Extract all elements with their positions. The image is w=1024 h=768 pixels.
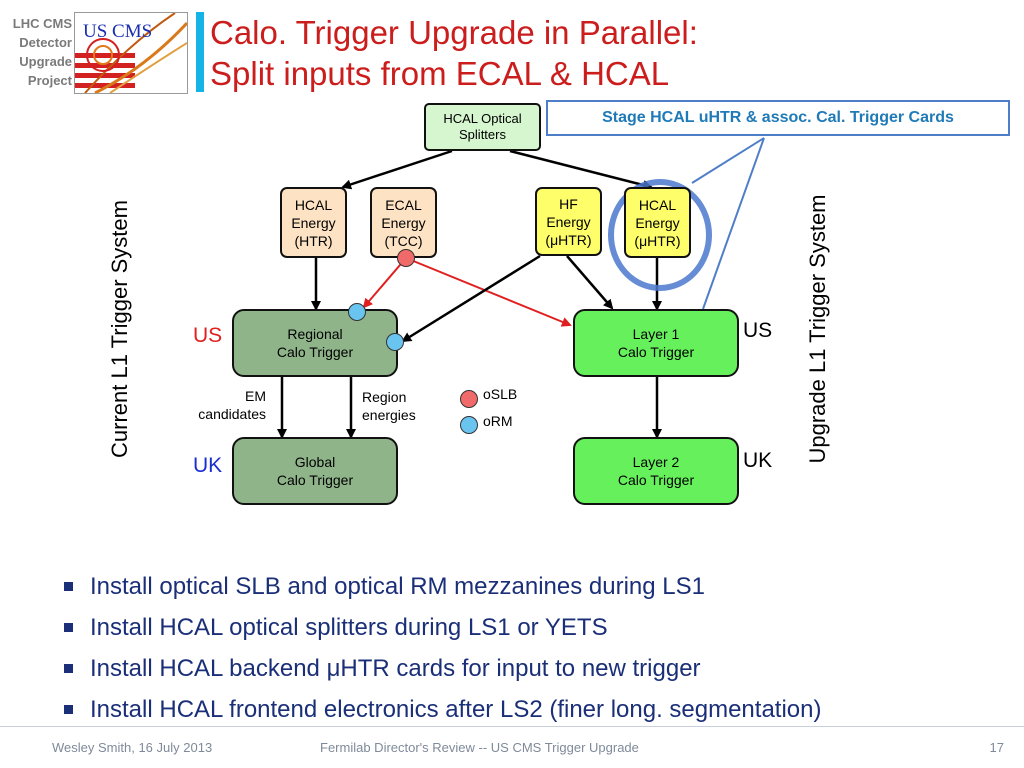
project-label: LHC CMS Detector Upgrade Project [0, 14, 72, 90]
box-line: ECAL [385, 196, 422, 213]
box-line: Energy [546, 213, 591, 230]
project-label-line: Project [27, 73, 72, 88]
bullet-item: Install HCAL optical splitters during LS… [62, 607, 1002, 648]
slide-title-line1: Calo. Trigger Upgrade in Parallel: [210, 14, 698, 51]
em-candidates-label: EM candidates [186, 387, 266, 423]
us-label-left: US [193, 324, 223, 347]
legend-orm-label: oRM [483, 413, 513, 429]
footer-author-date: Wesley Smith, 16 July 2013 [52, 740, 213, 755]
bullet-item: Install HCAL backend μHTR cards for inpu… [62, 648, 1002, 689]
box-line: (μHTR) [634, 232, 681, 249]
legend-oslb-swatch [460, 390, 478, 408]
arrow-ecal-to-regional [362, 257, 407, 309]
box-line: Layer 2 [632, 454, 680, 470]
box-line: (TCC) [384, 232, 423, 249]
current-system-label: Current L1 Trigger System [107, 200, 132, 458]
label-line: EM [245, 388, 266, 404]
bullet-list: Install optical SLB and optical RM mezza… [62, 566, 1002, 730]
oslb-dot [397, 249, 415, 267]
box-line: Energy [291, 214, 336, 231]
arrow-splitter-to-uhtr [509, 149, 653, 190]
arrow-hf-to-layer1 [566, 255, 614, 310]
title-accent-bar [196, 12, 204, 92]
legend-oslb-label: oSLB [483, 386, 518, 402]
box-line: Energy [635, 214, 680, 231]
upgrade-system-label: Upgrade L1 Trigger System [805, 194, 830, 464]
logo-graphic: US CMS [75, 13, 187, 93]
box-line: Calo Trigger [276, 344, 354, 360]
footer-event: Fermilab Director's Review -- US CMS Tri… [320, 740, 639, 755]
us-cms-logo: US CMS [74, 12, 188, 94]
box-line: HF [559, 195, 578, 212]
bullet-item: Install HCAL frontend electronics after … [62, 689, 1002, 730]
footer-divider [0, 726, 1024, 727]
project-label-line: LHC CMS [12, 16, 72, 31]
label-line: candidates [198, 406, 266, 422]
box-line: Splitters [459, 127, 506, 142]
box-line: (μHTR) [545, 231, 592, 248]
flag-stripes [75, 53, 135, 88]
stage-callout: Stage HCAL uHTR & assoc. Cal. Trigger Ca… [546, 100, 1010, 136]
arrow-splitter-to-htr [341, 149, 453, 190]
legend-orm-swatch [460, 416, 478, 434]
box-line: Calo Trigger [617, 472, 695, 488]
box-line: HCAL [638, 196, 677, 213]
bullet-item: Install optical SLB and optical RM mezza… [62, 566, 1002, 607]
slide-title-line2: Split inputs from ECAL & HCAL [210, 55, 670, 92]
box-line: Global [294, 454, 336, 470]
us-label-right: US [743, 319, 773, 342]
project-label-line: Upgrade [19, 54, 72, 69]
page-number: 17 [989, 740, 1004, 755]
highlight-circle [608, 179, 712, 291]
label-line: energies [362, 407, 416, 423]
orm-dot [386, 333, 404, 351]
orm-dot [348, 303, 366, 321]
box-line: Calo Trigger [617, 344, 695, 360]
callout-pointer-circle [691, 137, 765, 184]
callout-pointer-layer1 [702, 137, 765, 310]
box-line: (HTR) [294, 232, 333, 249]
box-line: HCAL [294, 196, 333, 213]
arrow-hf-to-regional [401, 254, 541, 343]
label-line: Region [362, 389, 407, 405]
box-line: HCAL Optical [443, 111, 522, 126]
box-line: Energy [381, 214, 426, 231]
title-band [196, 8, 816, 92]
layer1-calo-trigger-box: Layer 1 Calo Trigger [573, 309, 739, 377]
region-energies-label: Region energies [362, 388, 416, 424]
uk-label-right: UK [743, 449, 773, 472]
box-line: Layer 1 [632, 326, 680, 342]
box-line: Regional [287, 326, 343, 342]
box-line: Calo Trigger [276, 472, 354, 488]
project-label-line: Detector [19, 35, 72, 50]
logo-text: US CMS [83, 21, 152, 42]
layer2-calo-trigger-box: Layer 2 Calo Trigger [573, 437, 739, 505]
arrow-ecal-to-layer1 [405, 257, 572, 327]
uk-label-left: UK [193, 454, 223, 477]
